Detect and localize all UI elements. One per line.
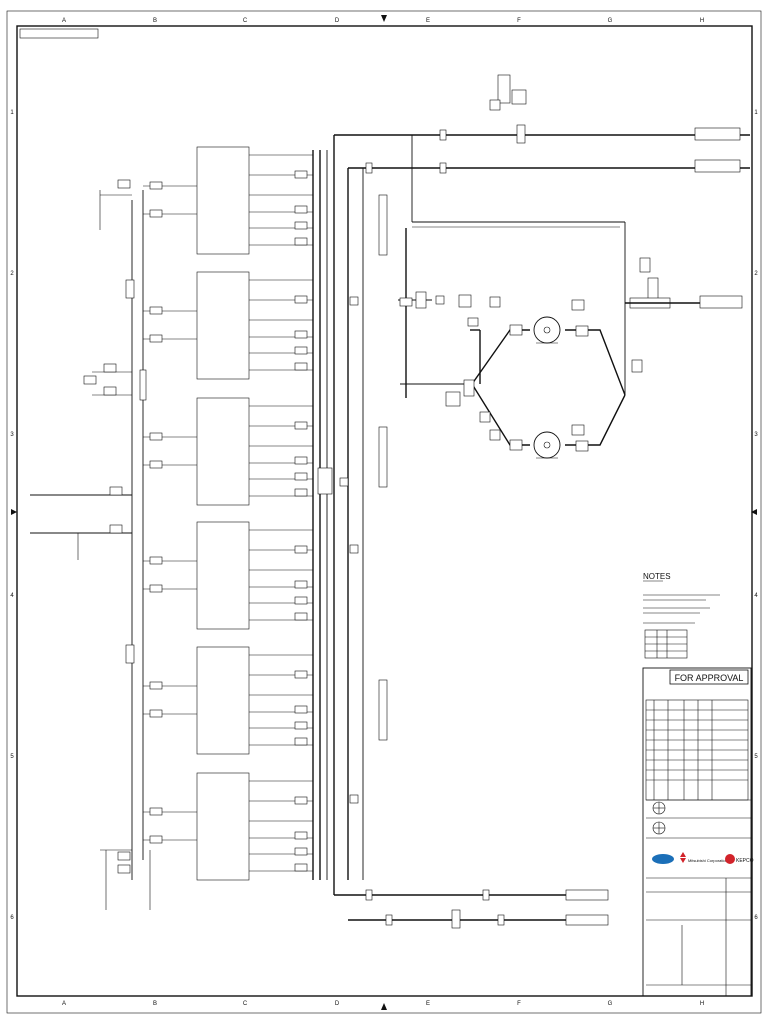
left-headers	[30, 179, 151, 910]
col-label: C	[243, 1001, 248, 1007]
col-label: D	[335, 1001, 340, 1007]
primary-air-fan-network	[445, 257, 743, 459]
center-arrow-top	[381, 15, 387, 22]
col-label: F	[517, 1001, 521, 1007]
primary-air-fan-a	[533, 316, 561, 344]
col-label: F	[517, 18, 521, 24]
row-label: 5	[10, 754, 14, 760]
row-label: 3	[754, 432, 758, 438]
sheet-border	[6, 10, 762, 1014]
row-label: 2	[10, 271, 14, 277]
row-label: 1	[754, 110, 758, 116]
approval-stamp-text: FOR APPROVAL	[675, 673, 744, 683]
col-label: H	[700, 1001, 704, 1007]
col-label: D	[335, 18, 340, 24]
svg-text:Mitsubishi Corporation: Mitsubishi Corporation	[688, 858, 728, 863]
col-label: B	[153, 18, 157, 24]
col-label: A	[62, 1001, 66, 1007]
primary-air-fan-b	[533, 431, 561, 459]
row-label: 6	[754, 915, 758, 921]
grid-column-labels-bottom: A B C D E F G H	[62, 1001, 704, 1007]
grid-row-labels-right: 1 2 3 4 5 6	[754, 110, 758, 921]
mitsubishi-logo: Mitsubishi Corporation	[680, 852, 728, 863]
coal-feeder-system-d	[143, 521, 313, 630]
row-label: 1	[10, 110, 14, 116]
row-label: 3	[10, 432, 14, 438]
center-arrow-bottom	[381, 1003, 387, 1010]
col-label: H	[700, 18, 704, 24]
partner-logos: Mitsubishi Corporation KEPCO	[652, 852, 754, 864]
reference-box	[19, 28, 99, 39]
col-label: G	[608, 1001, 613, 1007]
main-ducts	[334, 74, 750, 929]
coal-feeder-system-b	[143, 271, 313, 380]
notes-block: NOTES	[643, 572, 720, 659]
company-logo-mark	[652, 801, 666, 835]
grid-column-labels-top: A B C D E F G H	[62, 18, 704, 24]
title-block: FOR APPROVAL	[642, 667, 754, 997]
center-arrow-right	[751, 509, 757, 515]
row-label: 4	[754, 593, 758, 599]
collector-headers	[312, 135, 364, 895]
coal-feeder-systems	[143, 146, 313, 881]
center-riser	[398, 228, 470, 398]
col-label: A	[62, 18, 66, 24]
diagonal-annotation-tags	[378, 194, 388, 741]
notes-heading: NOTES	[643, 572, 671, 581]
col-label: G	[608, 18, 613, 24]
coal-feeder-system-a	[143, 146, 313, 255]
col-label: C	[243, 18, 248, 24]
col-label: B	[153, 1001, 157, 1007]
row-label: 4	[10, 593, 14, 599]
row-label: 6	[10, 915, 14, 921]
centering-arrows	[11, 15, 757, 1010]
center-arrow-left	[11, 509, 17, 515]
row-label: 2	[754, 271, 758, 277]
row-label: 5	[754, 754, 758, 760]
coal-feeder-system-e	[143, 646, 313, 755]
partner-logo-left	[652, 854, 674, 864]
grid-row-labels-left: 1 2 3 4 5 6	[10, 110, 14, 921]
col-label: E	[426, 1001, 430, 1007]
approval-stamp	[669, 669, 749, 685]
partner-logo-red	[725, 854, 735, 864]
kepco-logo: KEPCO	[736, 858, 754, 864]
coal-feeder-system-c	[143, 397, 313, 506]
col-label: E	[426, 18, 430, 24]
coal-feeder-system-f	[143, 772, 313, 881]
